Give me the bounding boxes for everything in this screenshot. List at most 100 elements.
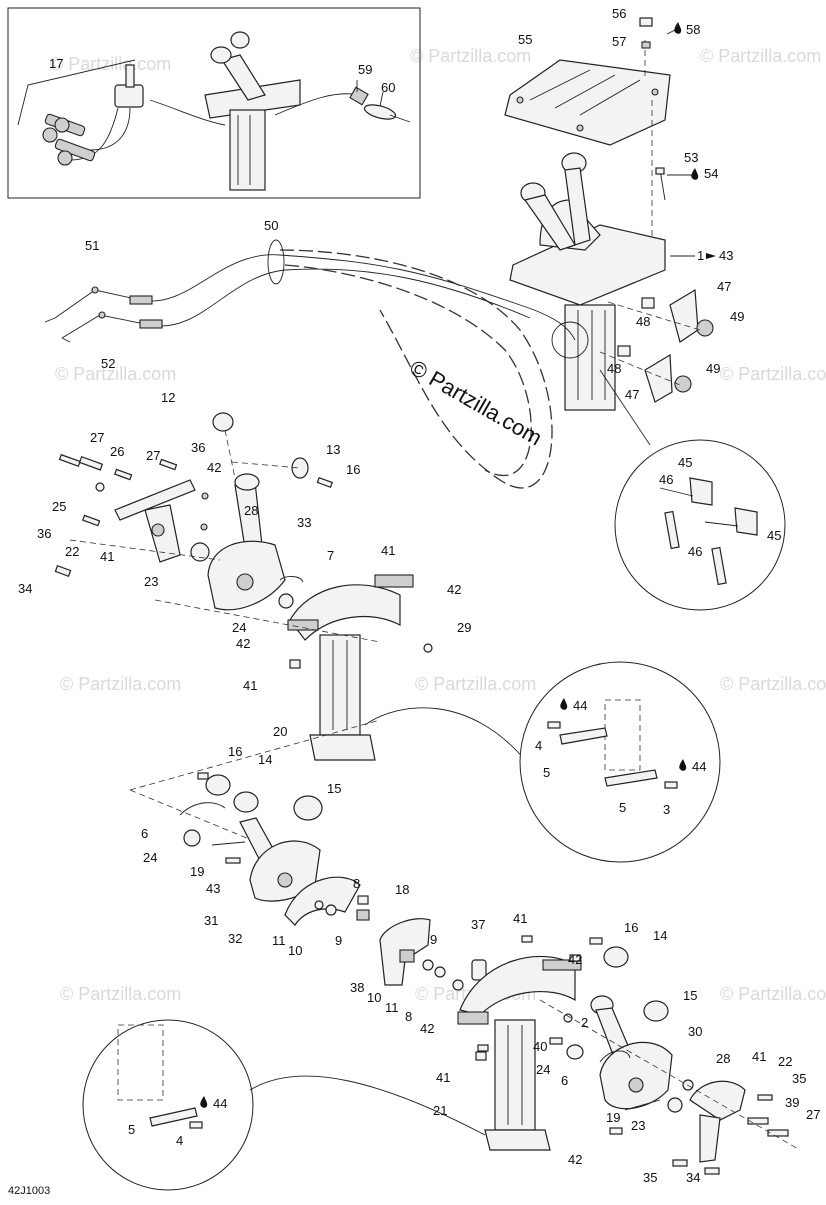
callout-label: 8	[405, 1009, 412, 1024]
callout-label: 11	[272, 933, 286, 948]
callout-label: 42	[447, 582, 461, 597]
callout-label: 34	[686, 1170, 700, 1185]
callout-label: 41	[243, 678, 257, 693]
watermark: © Partzilla.com	[50, 54, 171, 74]
callout-label: 42	[207, 460, 221, 475]
callout-label: 17	[49, 56, 63, 71]
watermark: © Partzilla.com	[410, 46, 531, 66]
detail-circle-switch	[599, 369, 786, 611]
callout-label: 24	[536, 1062, 550, 1077]
callout-label: 44	[213, 1096, 227, 1111]
callout-label: 43	[206, 881, 220, 896]
callout-label: 41	[100, 549, 114, 564]
callout-label: 49	[730, 309, 744, 324]
callout-label: 19	[190, 864, 204, 879]
callout-label: 4	[176, 1133, 183, 1148]
callout-label: 39	[785, 1095, 799, 1110]
callout-label: 53	[684, 150, 698, 165]
callout-label: 8	[353, 876, 360, 891]
callout-label: 14	[258, 752, 272, 767]
callout-label: 48	[607, 361, 621, 376]
callout-label: 22	[65, 544, 79, 559]
control-housing-assembly	[504, 17, 714, 411]
detail-circle-lower	[82, 1019, 486, 1191]
callout-label: 29	[457, 620, 471, 635]
watermark: © Partzilla.com	[720, 364, 826, 384]
callout-label: 43	[719, 248, 733, 263]
callout-label: 42	[568, 952, 582, 967]
callout-label: 42	[420, 1021, 434, 1036]
callout-label: 35	[792, 1071, 806, 1086]
callout-label: 45	[767, 528, 781, 543]
lower-right-assembly	[457, 935, 801, 1175]
detail-circle-mount	[519, 661, 721, 863]
watermark: © Partzilla.com	[55, 364, 176, 384]
callout-label: 9	[335, 933, 342, 948]
callout-label: 41	[752, 1049, 766, 1064]
watermark: © Partzilla.com	[60, 674, 181, 694]
callout-labels: 56 58 55 57 53 54 1 43 47 48 49 48 49 47…	[18, 6, 820, 1185]
oil-drop-icon	[679, 759, 687, 771]
callout-label: 46	[659, 472, 673, 487]
callout-label: 41	[381, 543, 395, 558]
callout-label: 51	[85, 238, 99, 253]
callout-label: 27	[806, 1107, 820, 1122]
callout-label: 42	[568, 1152, 582, 1167]
watermark: © Partzilla.com	[60, 984, 181, 1004]
callout-label: 19	[606, 1110, 620, 1125]
callout-label: 25	[52, 499, 66, 514]
inset-assembly	[17, 31, 411, 191]
callout-label: 4	[535, 738, 542, 753]
callout-label: 23	[631, 1118, 645, 1133]
callout-label: 11	[385, 1000, 399, 1015]
callout-label: 2	[581, 1015, 588, 1030]
oil-drop-icon	[560, 698, 568, 710]
watermark: © Partzilla.com	[415, 674, 536, 694]
shift-cables	[44, 239, 576, 489]
callout-label: 31	[204, 913, 218, 928]
arrow-right-icon	[706, 253, 716, 259]
callout-label: 28	[716, 1051, 730, 1066]
callout-label: 36	[37, 526, 51, 541]
callout-label: 27	[146, 448, 160, 463]
callout-label: 10	[367, 990, 381, 1005]
callout-label: 32	[228, 931, 242, 946]
callout-label: 54	[704, 166, 718, 181]
callout-label: 20	[273, 724, 287, 739]
inset-frame	[7, 7, 421, 199]
callout-label: 16	[346, 462, 360, 477]
callout-label: 42	[236, 636, 250, 651]
callout-label: 16	[228, 744, 242, 759]
callout-label: 9	[430, 932, 437, 947]
callout-label: 3	[663, 802, 670, 817]
callout-label: 56	[612, 6, 626, 21]
callout-label: 23	[144, 574, 158, 589]
callout-label: 59	[358, 62, 372, 77]
mount-20	[154, 574, 526, 761]
watermark-layer: © Partzilla.com © Partzilla.com © Partzi…	[50, 46, 826, 1004]
callout-label: 15	[683, 988, 697, 1003]
cable-plug	[42, 113, 96, 166]
callout-label: 57	[612, 34, 626, 49]
callout-label: 10	[288, 943, 302, 958]
callout-label: 44	[573, 698, 587, 713]
callout-label: 5	[543, 765, 550, 780]
callout-label: 24	[143, 850, 157, 865]
oil-drop-icon	[200, 1096, 208, 1108]
callout-label: 12	[161, 390, 175, 405]
callout-label: 6	[561, 1073, 568, 1088]
callout-label: 13	[326, 442, 340, 457]
callout-label: 30	[688, 1024, 702, 1039]
callout-label: 5	[128, 1122, 135, 1137]
callout-label: 46	[688, 544, 702, 559]
callout-label: 50	[264, 218, 278, 233]
callout-label: 47	[625, 387, 639, 402]
callout-label: 55	[518, 32, 532, 47]
callout-label: 28	[244, 503, 258, 518]
callout-label: 1	[697, 248, 704, 263]
callout-label: 49	[706, 361, 720, 376]
callout-label: 37	[471, 917, 485, 932]
callout-label: 41	[436, 1070, 450, 1085]
callout-label: 58	[686, 22, 700, 37]
